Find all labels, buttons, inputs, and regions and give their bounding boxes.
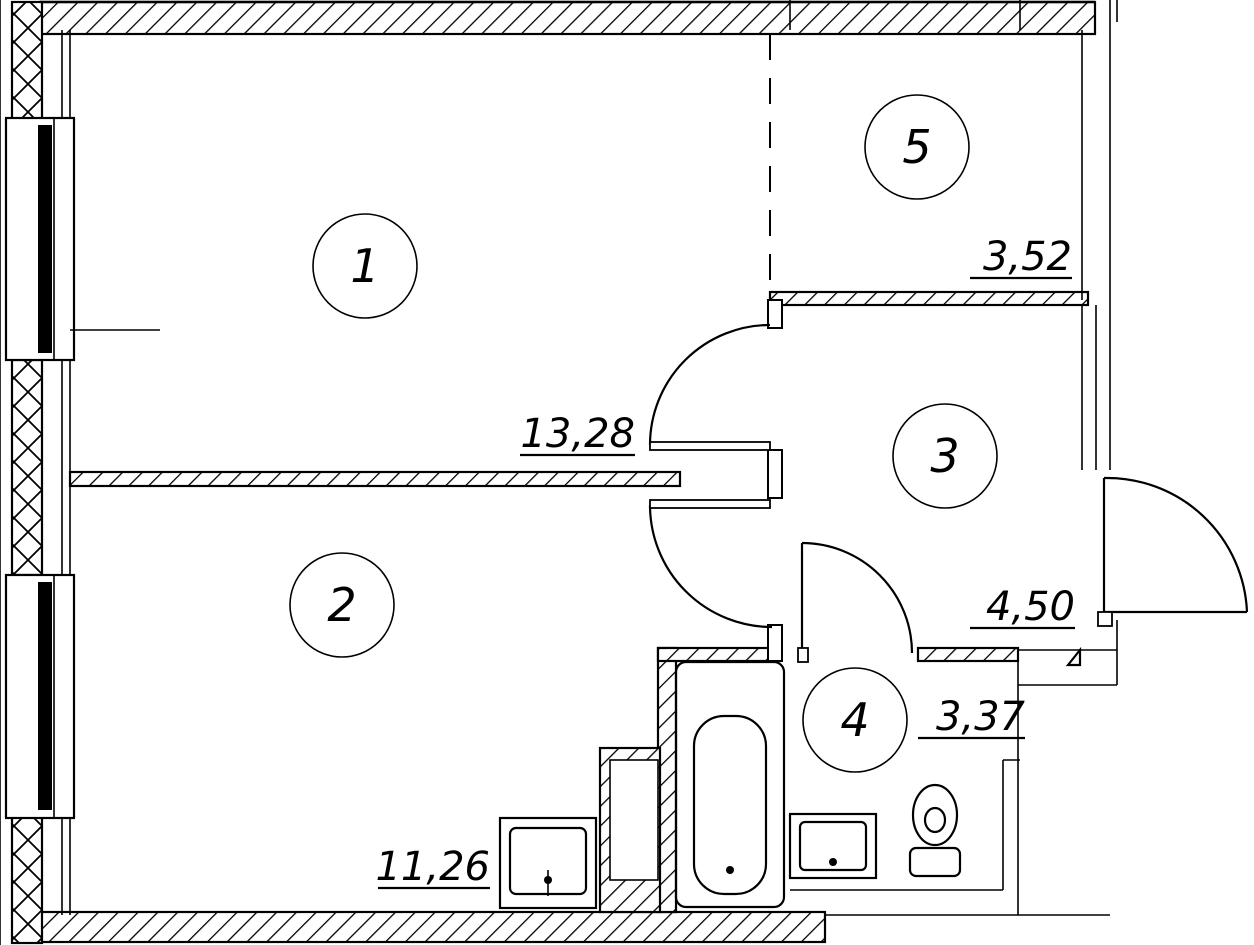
door-room-1 — [648, 323, 771, 451]
bathroom-sink — [788, 812, 878, 880]
room-5-area: 3,52 — [983, 234, 1072, 280]
windows — [4, 116, 160, 820]
room-4-number: 4 — [840, 693, 869, 747]
window-room-2 — [4, 573, 76, 820]
interior-walls — [68, 30, 1117, 916]
left-wall-upper — [10, 0, 44, 122]
fixtures — [498, 660, 962, 910]
room-3-number: 3 — [930, 429, 959, 483]
toilet — [908, 783, 962, 878]
door-bathroom — [797, 541, 914, 663]
doors — [648, 323, 1249, 667]
door-room-2 — [648, 499, 773, 629]
room-1: 1 13,28 — [312, 213, 635, 457]
room-3-area: 4,50 — [986, 584, 1075, 630]
room-1-number: 1 — [350, 239, 379, 293]
bathtub — [674, 660, 786, 909]
room-2: 2 11,26 — [289, 552, 490, 890]
room-2-area: 11,26 — [375, 844, 490, 890]
left-wall-lower — [10, 813, 44, 945]
window-room-1 — [4, 116, 160, 362]
left-wall-middle — [10, 358, 44, 577]
room-4-area: 3,37 — [936, 694, 1026, 740]
room-5-number: 5 — [902, 120, 931, 174]
bathroom-wall-top-left — [656, 646, 782, 663]
wall-room5-room3 — [768, 290, 1090, 307]
kitchen-sink — [498, 816, 598, 910]
room-3: 3 4,50 — [892, 403, 1075, 630]
room-4: 4 3,37 — [802, 667, 1026, 773]
bottom-wall — [38, 910, 827, 944]
wall-room1-room2 — [68, 470, 682, 488]
room-1-area: 13,28 — [520, 411, 635, 457]
top-wall — [38, 0, 1097, 36]
room-2-number: 2 — [327, 578, 356, 632]
bathroom-wall-top-right — [916, 646, 1020, 663]
door-entrance — [1065, 476, 1249, 667]
room-5: 5 3,52 — [864, 94, 1072, 280]
